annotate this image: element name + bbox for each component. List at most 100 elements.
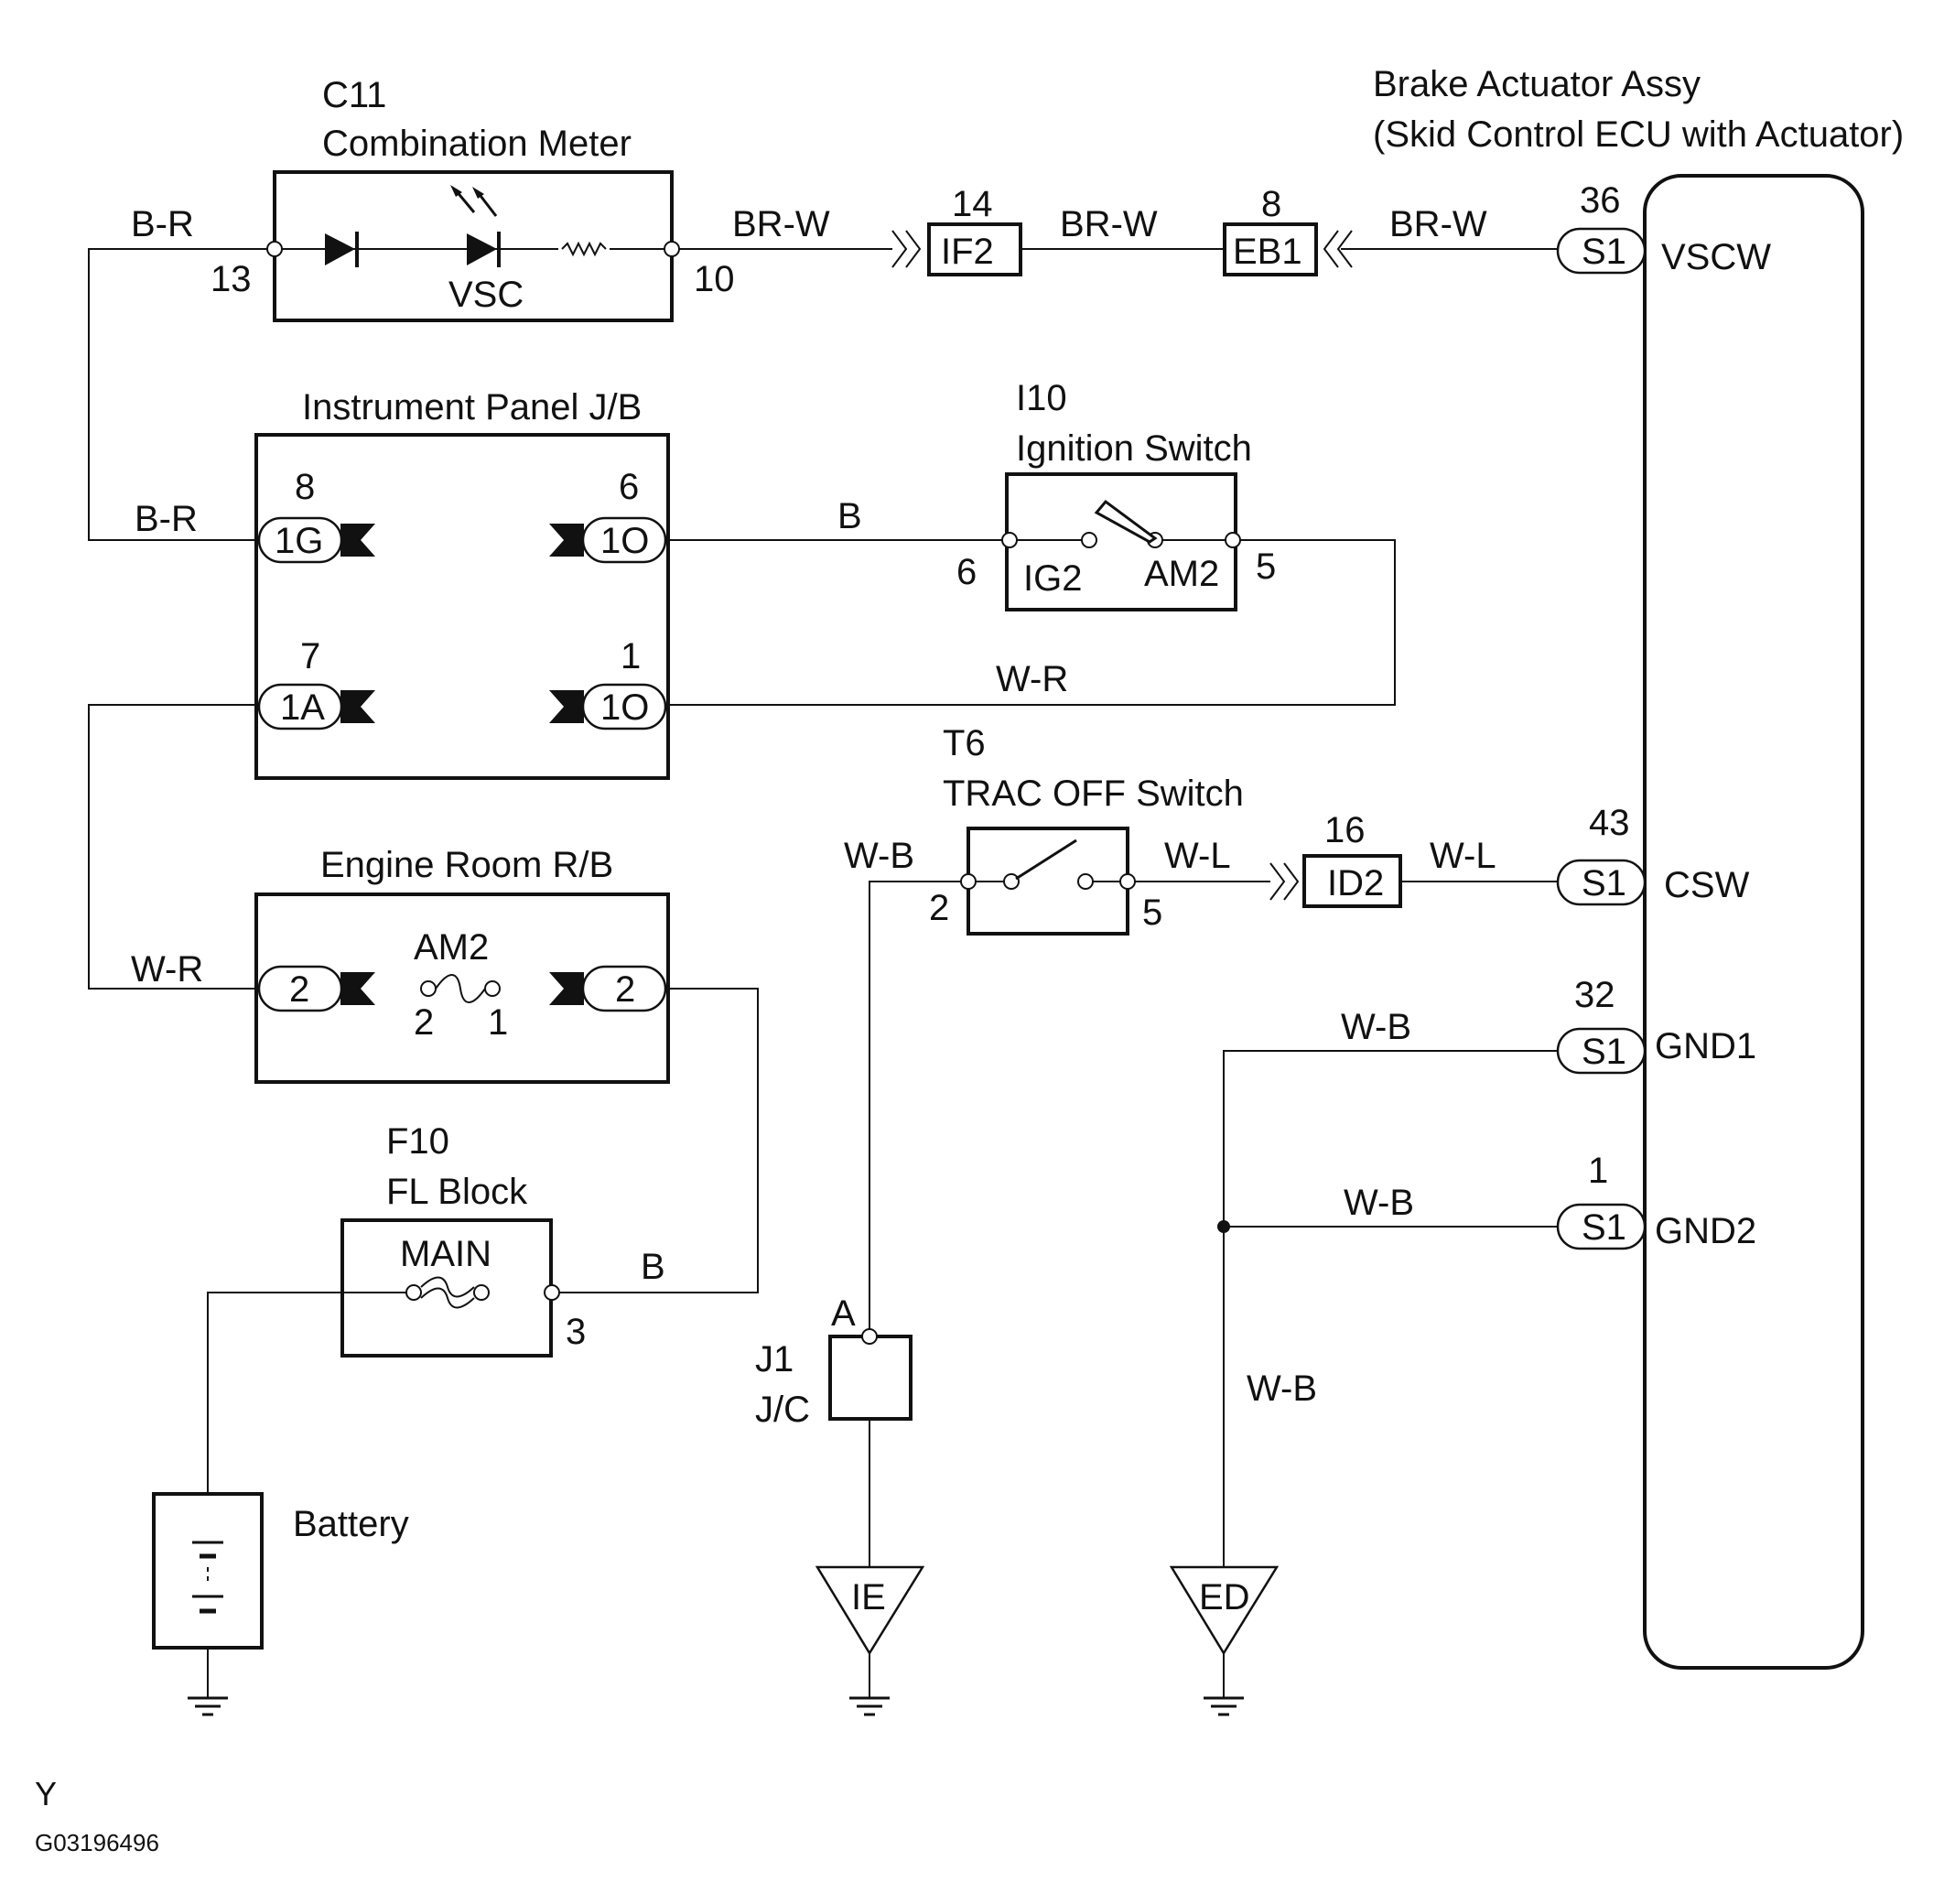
battery-label: Battery — [293, 1504, 409, 1544]
switch-contact-icon — [1015, 838, 1077, 881]
rb-name: Engine Room R/B — [320, 845, 613, 885]
connector-id2: ID2 16 — [1269, 810, 1402, 908]
diode-icon — [325, 232, 359, 267]
trac-code: T6 — [943, 723, 986, 763]
ecu-pin-vscw: S1 36 VSCW — [1556, 180, 1771, 277]
rb-fuse-pin-2: 2 — [414, 1002, 434, 1043]
ecu-pin-gnd2: S1 1 GND2 — [1556, 1151, 1756, 1251]
fl-block: F10 FL Block MAIN 3 — [340, 1121, 586, 1358]
wire-label-brw-3: BR-W — [1389, 204, 1487, 244]
meter-pin-10: 10 — [694, 259, 735, 299]
jb-connector-1o-bottom: 1O 1 — [549, 636, 667, 730]
jb-connector-1g-label: 1G — [275, 521, 323, 561]
ecu-pin-csw-signal: CSW — [1664, 865, 1750, 905]
trac-pin-2: 2 — [929, 888, 949, 928]
ignition-name: Ignition Switch — [1016, 428, 1252, 469]
trac-name: TRAC OFF Switch — [943, 774, 1244, 814]
trac-pin-5: 5 — [1142, 892, 1162, 933]
ignition-pin-6: 6 — [956, 552, 977, 592]
junction-connector: A J1 J/C — [755, 1293, 913, 1430]
jc-pin-a: A — [831, 1293, 856, 1334]
led-icon — [450, 185, 501, 267]
ignition-contact-am2: AM2 — [1144, 554, 1219, 594]
wire-label-b-top: B — [837, 496, 862, 536]
connector-eb1-pin: 8 — [1261, 184, 1281, 224]
connector-if2-label: IF2 — [941, 232, 994, 272]
jb-connector-1o-top-label: 1O — [600, 521, 649, 561]
ecu-pin-gnd1-signal: GND1 — [1655, 1026, 1756, 1066]
engine-room-rb: Engine Room R/B 2 AM2 2 1 2 — [254, 845, 670, 1084]
ignition-contact-ig2: IG2 — [1023, 558, 1082, 599]
instrument-panel-jb: Instrument Panel J/B 1G 8 1O 6 1A 7 1O 1 — [254, 387, 670, 780]
wire-label-wr-right: W-R — [996, 659, 1068, 699]
ground-icon-battery — [186, 1696, 230, 1716]
rb-fuse-pin-1: 1 — [488, 1002, 508, 1043]
fl-pin-3: 3 — [566, 1312, 586, 1352]
jb-connector-1o-bottom-label: 1O — [600, 687, 649, 728]
connector-eb1: EB1 8 — [1223, 184, 1353, 276]
ground-ie: IE — [815, 1565, 925, 1716]
meter-code: C11 — [322, 75, 386, 115]
jb-name: Instrument Panel J/B — [302, 387, 642, 427]
ecu-pin-gnd2-number: 1 — [1588, 1151, 1608, 1191]
connector-id2-pin: 16 — [1324, 810, 1366, 850]
ground-icon-ed — [1202, 1696, 1246, 1716]
rb-fuse-label: AM2 — [414, 927, 489, 968]
meter-pin-13: 13 — [211, 259, 252, 299]
jb-connector-1o-top: 1O 6 — [549, 467, 667, 564]
wire-label-brw-2: BR-W — [1060, 204, 1158, 244]
wire-label-wr-left: W-R — [131, 949, 203, 990]
resistor-icon — [558, 240, 610, 258]
battery-icon — [192, 1541, 223, 1614]
footer-letter: Y — [35, 1775, 57, 1812]
key-switch-icon — [1094, 499, 1158, 544]
wire-label-b-bottom: B — [641, 1247, 665, 1287]
wire-label-wb-trac: W-B — [844, 836, 914, 876]
ground-ed: ED — [1169, 1565, 1280, 1716]
ecu-name: Brake Actuator Assy — [1373, 64, 1701, 104]
ignition-pin-5: 5 — [1256, 546, 1276, 587]
jb-connector-1a-label: 1A — [280, 687, 325, 728]
wire-label-wb-gnd2: W-B — [1344, 1183, 1414, 1223]
meter-name: Combination Meter — [322, 124, 632, 164]
wire-label-brw-1: BR-W — [732, 204, 830, 244]
ecu-pin-vscw-number: 36 — [1580, 180, 1621, 221]
brake-actuator-ecu: Brake Actuator Assy (Skid Control ECU wi… — [1373, 64, 1904, 1670]
wire-label-wb-gnd1: W-B — [1341, 1007, 1411, 1047]
ground-icon-ie — [848, 1696, 891, 1716]
ecu-pin-csw-number: 43 — [1589, 803, 1630, 843]
ecu-pin-gnd1-number: 32 — [1574, 975, 1615, 1015]
battery: Battery — [152, 1492, 409, 1716]
jb-connector-1g-pin: 8 — [295, 467, 315, 507]
connector-if2: IF2 14 — [891, 184, 1022, 276]
ecu-pin-vscw-connector: S1 — [1582, 232, 1626, 272]
ecu-pin-vscw-signal: VSCW — [1661, 237, 1771, 277]
wire-label-wl-1: W-L — [1164, 836, 1231, 876]
fl-name: FL Block — [386, 1172, 528, 1212]
combination-meter: C11 Combination Meter VSC 13 10 B-R — [131, 75, 735, 322]
jc-code: J1 — [755, 1339, 794, 1379]
ecu-pin-gnd1-connector: S1 — [1582, 1032, 1626, 1072]
wire-label-br-left: B-R — [135, 499, 198, 539]
connector-if2-pin: 14 — [952, 184, 993, 224]
ecu-pin-csw: S1 43 CSW — [1556, 803, 1750, 906]
jb-connector-1g: 1G 8 — [257, 467, 375, 564]
fuse-main-icon — [405, 1276, 490, 1309]
wire-label-wb-vertical: W-B — [1247, 1368, 1317, 1409]
ignition-switch: I10 Ignition Switch IG2 AM2 6 5 — [956, 378, 1276, 611]
rb-connector-right-label: 2 — [615, 969, 635, 1010]
ecu-subtitle: (Skid Control ECU with Actuator) — [1373, 114, 1904, 155]
connector-id2-label: ID2 — [1327, 863, 1384, 903]
ground-ie-label: IE — [851, 1577, 886, 1617]
ignition-code: I10 — [1016, 378, 1067, 418]
fuse-am2-icon — [420, 974, 501, 1003]
ecu-pin-gnd2-connector: S1 — [1582, 1207, 1626, 1248]
ecu-pin-csw-connector: S1 — [1582, 863, 1626, 903]
trac-off-switch: T6 TRAC OFF Switch 2 5 — [929, 723, 1244, 936]
jb-connector-1o-top-pin: 6 — [619, 467, 639, 507]
fl-fuse-label: MAIN — [400, 1234, 491, 1274]
ecu-pin-gnd2-signal: GND2 — [1655, 1211, 1756, 1251]
jb-connector-1o-bottom-pin: 1 — [621, 636, 641, 676]
jc-name: J/C — [755, 1390, 810, 1430]
